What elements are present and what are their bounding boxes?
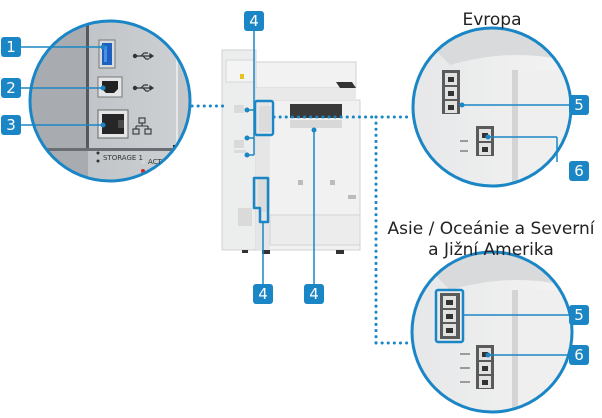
callout-1: 1: [1, 37, 21, 57]
asia-title-line2: a Jižní Amerika: [428, 240, 554, 260]
callout-4-bottom-right: 4: [304, 284, 324, 304]
callout-6-asia: 6: [569, 345, 589, 365]
network-icon: [132, 117, 152, 135]
asia-highlight-box: [434, 288, 465, 344]
callout-6-europe: 6: [569, 161, 589, 181]
leader-lines: [20, 30, 569, 356]
act-label: ACT: [148, 158, 162, 166]
callout-4-top: 4: [244, 11, 264, 31]
callout-5-europe: 5: [569, 95, 589, 115]
europe-title: Evropa: [462, 10, 522, 30]
printer-highlight-side: [252, 176, 270, 224]
callout-3: 3: [1, 115, 21, 135]
printer-illustration: [221, 49, 361, 254]
port-panel-circle-border: [28, 19, 192, 183]
callout-5-asia: 5: [569, 305, 589, 325]
usb-icon: [132, 52, 155, 60]
callout-2: 2: [1, 78, 21, 98]
callout-4-bottom-left: 4: [253, 284, 273, 304]
dotted-connectors: [190, 104, 414, 345]
storage1-label: STORAGE 1: [103, 154, 144, 162]
usb-icon: [132, 84, 155, 92]
asia-circle-border: [410, 250, 574, 414]
asia-title-line1: Asie / Oceánie a Severní: [387, 219, 595, 239]
